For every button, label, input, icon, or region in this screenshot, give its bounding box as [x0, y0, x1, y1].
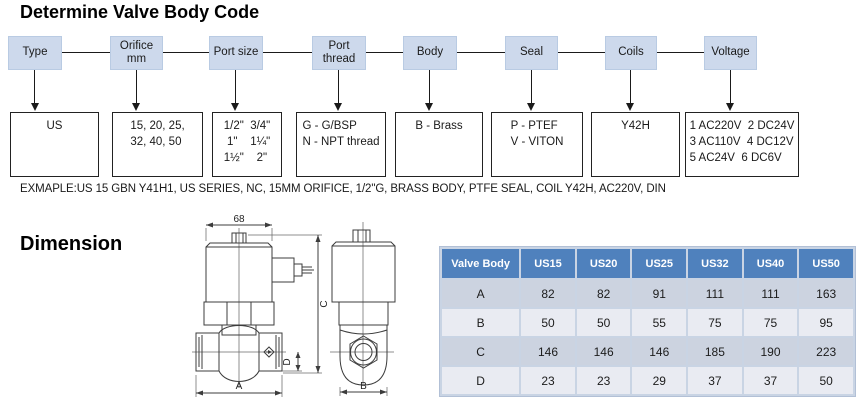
flow-detail-text: US [46, 120, 63, 132]
down-arrow-icon [231, 103, 239, 111]
value-cell: 50 [576, 309, 631, 336]
dim-b-label: B [360, 381, 367, 392]
table-header-cell: US25 [632, 249, 687, 278]
flow-connector-line [657, 52, 704, 53]
flow-step-port-thread: Port thread [312, 36, 366, 70]
value-cell: 111 [688, 280, 742, 307]
value-cell: 82 [576, 280, 631, 307]
down-arrow-icon [726, 103, 734, 111]
flow-down-line [34, 70, 35, 103]
flow-step-voltage: Voltage [704, 36, 757, 70]
page-title: Determine Valve Body Code [20, 2, 260, 22]
flow-connector-line [263, 52, 312, 53]
value-cell: 75 [688, 309, 742, 336]
value-cell: 23 [576, 367, 631, 394]
flow-down-line [531, 70, 532, 103]
table-header-cell: Valve Body [442, 249, 520, 278]
table-row: A 82 82 91 111 111 163 [442, 280, 853, 307]
value-cell: 146 [632, 338, 687, 365]
value-cell: 146 [521, 338, 575, 365]
table-row: B 50 50 55 75 75 95 [442, 309, 853, 336]
value-cell: 163 [799, 280, 853, 307]
flow-detail-text: G - G/BSP N - NPT thread [302, 120, 380, 149]
dimension-heading: Dimension [20, 233, 123, 255]
value-cell: 223 [799, 338, 853, 365]
value-cell: 50 [799, 367, 853, 394]
flow-step-seal: Seal [505, 36, 558, 70]
value-cell: 23 [521, 367, 575, 394]
flow-step-coils: Coils [605, 36, 657, 70]
table-header-cell: US20 [576, 249, 631, 278]
row-label-cell: A [442, 280, 520, 307]
row-label-cell: C [442, 338, 520, 365]
dim-c-label: C [319, 300, 330, 307]
table-row: D 23 23 29 37 37 50 [442, 367, 853, 394]
dim-d-label: D [282, 358, 293, 365]
down-arrow-icon [31, 103, 39, 111]
down-arrow-icon [527, 103, 535, 111]
value-cell: 29 [632, 367, 687, 394]
table-header-cell: US32 [688, 249, 742, 278]
down-arrow-icon [132, 103, 140, 111]
flow-connector-line [163, 52, 209, 53]
flow-step-port-size: Port size [209, 36, 263, 70]
dimension-table: Valve Body US15 US20 US25 US32 US40 US50… [439, 246, 856, 397]
row-label-cell: D [442, 367, 520, 394]
flow-connector-line [558, 52, 605, 53]
value-cell: 111 [743, 280, 798, 307]
value-cell: 75 [743, 309, 798, 336]
table-header-row: Valve Body US15 US20 US25 US32 US40 US50 [442, 249, 853, 278]
down-arrow-icon [626, 103, 634, 111]
flow-step-body: Body [403, 36, 457, 70]
flow-down-line [136, 70, 137, 103]
table-header-cell: US15 [521, 249, 575, 278]
row-label-cell: B [442, 309, 520, 336]
value-cell: 95 [799, 309, 853, 336]
table-header-cell: US50 [799, 249, 853, 278]
flow-down-line [630, 70, 631, 103]
value-cell: 91 [632, 280, 687, 307]
valve-side-view-drawing: B [330, 222, 396, 396]
flow-connector-line [457, 52, 505, 53]
flow-down-line [338, 70, 339, 103]
value-cell: 185 [688, 338, 742, 365]
flow-detail-port-size: 1/2" 3/4" 1" 1¼" 1½" 2" [212, 112, 282, 177]
value-cell: 82 [521, 280, 575, 307]
value-cell: 37 [688, 367, 742, 394]
flow-step-orifice: Orifice mm [110, 36, 163, 70]
flow-detail-text: 15, 20, 25, 32, 40, 50 [130, 120, 185, 149]
value-cell: 37 [743, 367, 798, 394]
flow-detail-voltage: 1 AC220V 2 DC24V 3 AC110V 4 DC12V 5 AC24… [685, 112, 799, 177]
flow-detail-orifice: 15, 20, 25, 32, 40, 50 [112, 112, 203, 177]
value-cell: 55 [632, 309, 687, 336]
flow-down-line [730, 70, 731, 103]
flow-detail-coils: Y42H [591, 112, 680, 177]
flow-down-line [235, 70, 236, 103]
flow-detail-text: 1/2" 3/4" 1" 1¼" 1½" 2" [223, 120, 271, 165]
flow-detail-type: US [10, 112, 99, 177]
value-cell: 146 [576, 338, 631, 365]
dim-a-label: A [236, 381, 243, 392]
flow-detail-text: P - PTEF V - VITON [510, 120, 564, 149]
flow-connector-line [366, 52, 403, 53]
flow-detail-seal: P - PTEF V - VITON [491, 112, 583, 177]
flow-detail-port-thread: G - G/BSP N - NPT thread [296, 112, 386, 177]
valve-front-view-drawing: 68 [192, 214, 330, 397]
table-header-cell: US40 [743, 249, 798, 278]
flow-detail-text: B - Brass [415, 120, 463, 132]
flow-connector-line [62, 52, 110, 53]
dim-68-label: 68 [233, 214, 245, 225]
down-arrow-icon [425, 103, 433, 111]
flow-detail-body: B - Brass [395, 112, 483, 177]
flow-down-line [429, 70, 430, 103]
value-cell: 190 [743, 338, 798, 365]
value-cell: 50 [521, 309, 575, 336]
flow-direction-icon [263, 346, 275, 358]
flow-step-type: Type [8, 36, 62, 70]
table-row: C 146 146 146 185 190 223 [442, 338, 853, 365]
down-arrow-icon [334, 103, 342, 111]
flow-detail-text: 1 AC220V 2 DC24V 3 AC110V 4 DC12V 5 AC24… [689, 120, 795, 165]
example-line: EXMAPLE:US 15 GBN Y41H1, US SERIES, NC, … [20, 183, 666, 195]
flow-detail-text: Y42H [621, 120, 650, 132]
